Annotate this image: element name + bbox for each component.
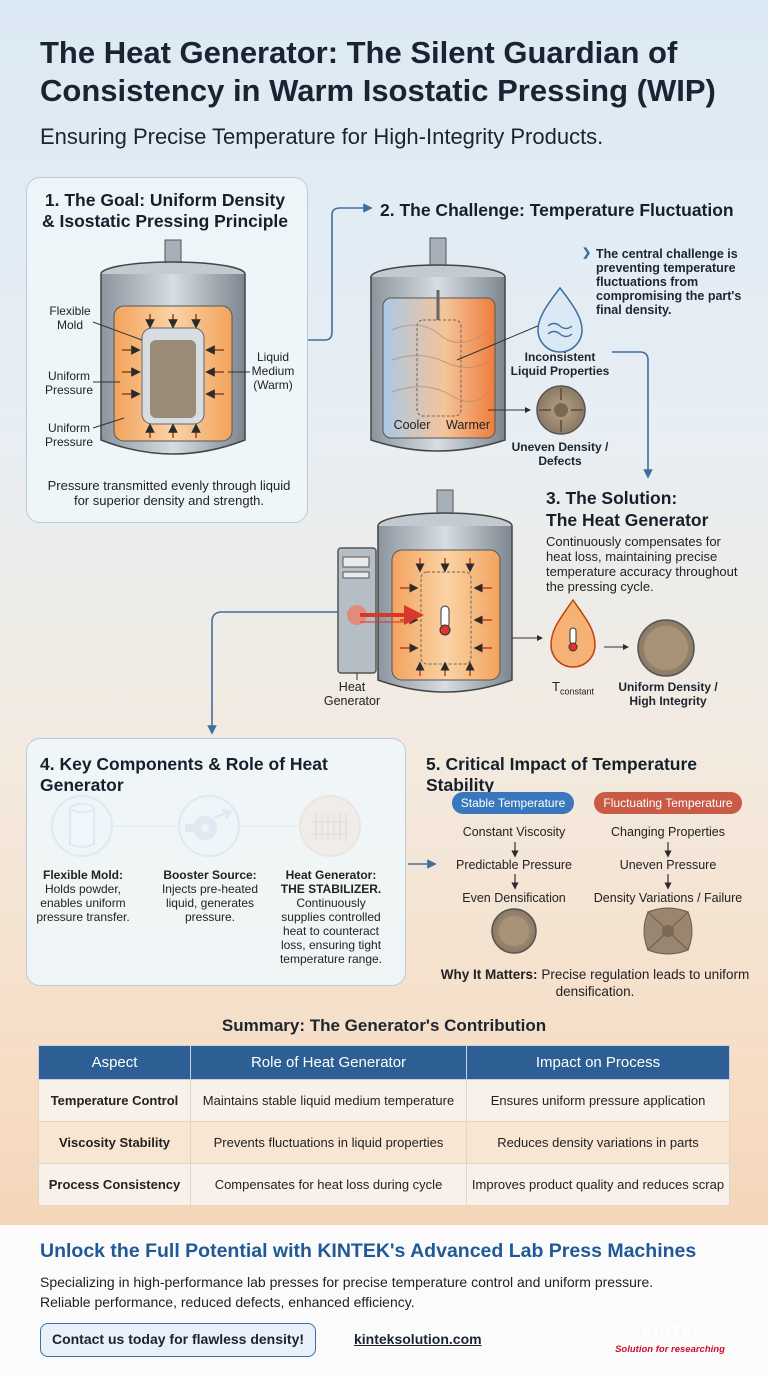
why-text: Precise regulation leads to uniform dens… [541, 967, 750, 999]
fluct-step: Uneven Pressure [619, 858, 717, 872]
footer-line1: Specializing in high-performance lab pre… [40, 1274, 654, 1290]
label-heat-generator: Heat Generator [323, 680, 381, 708]
footer-headline: Unlock the Full Potential with KINTEK's … [40, 1240, 697, 1262]
stable-step: Predictable Pressure [455, 858, 573, 872]
components-panel [26, 738, 406, 986]
table-header: Role of Heat Generator [190, 1045, 467, 1080]
table-cell: Maintains stable liquid medium temperatu… [190, 1079, 467, 1122]
table-row: Temperature Control Maintains stable liq… [38, 1079, 730, 1122]
table-cell: Compensates for heat loss during cycle [190, 1163, 467, 1206]
label-cooler: Cooler [393, 418, 431, 432]
table-cell: Viscosity Stability [38, 1121, 191, 1164]
component-stabilizer: THE STABILIZER. [280, 882, 382, 896]
component-booster-source: Booster Source: Injects pre-heated liqui… [158, 868, 262, 924]
solution-title-line2: The Heat Generator [546, 510, 709, 530]
label-t-constant: Tconstant [552, 680, 604, 699]
table-header: Impact on Process [466, 1045, 730, 1080]
chevron-right-icon: ❯ [582, 247, 592, 259]
footer-line2: Reliable performance, reduced defects, e… [40, 1294, 415, 1310]
component-flexible-mold: Flexible Mold: Holds powder, enables uni… [36, 868, 130, 924]
stable-step: Even Densification [462, 891, 566, 905]
fluct-step: Density Variations / Failure [593, 891, 743, 905]
t-main: T [552, 679, 560, 694]
page-subtitle: Ensuring Precise Temperature for High-In… [40, 124, 604, 149]
table-cell: Ensures uniform pressure application [466, 1079, 730, 1122]
label-flexible-mold: Flexible Mold [49, 304, 91, 332]
component-desc: Injects pre-heated liquid, generates pre… [161, 882, 259, 924]
t-sub: constant [559, 686, 594, 697]
component-name: Heat Generator: [285, 868, 377, 882]
component-name: Booster Source: [163, 868, 257, 882]
component-desc: Holds powder, enables uniform pressure t… [36, 882, 130, 924]
label-uneven-density: Uneven Density / Defects [511, 440, 609, 468]
table-header: Aspect [38, 1045, 191, 1080]
challenge-title: 2. The Challenge: Temperature Fluctuatio… [380, 200, 734, 220]
table-cell: Prevents fluctuations in liquid properti… [190, 1121, 467, 1164]
label-uniform-pressure-side: Uniform Pressure [44, 369, 94, 397]
components-title: 4. Key Components & Role of Heat Generat… [40, 754, 328, 795]
stable-step: Constant Viscosity [462, 825, 566, 839]
why-bold: Why It Matters: [440, 967, 538, 982]
fluct-step: Changing Properties [611, 825, 725, 839]
table-cell: Process Consistency [38, 1163, 191, 1206]
table-cell: Improves product quality and reduces scr… [466, 1163, 730, 1206]
summary-table: Aspect Role of Heat Generator Impact on … [38, 1045, 730, 1206]
table-row: Process Consistency Compensates for heat… [38, 1163, 730, 1206]
goal-caption: Pressure transmitted evenly through liqu… [47, 478, 291, 508]
page-title: The Heat Generator: The Silent Guardian … [40, 35, 716, 108]
goal-title: 1. The Goal: Uniform Density & Isostatic… [41, 190, 289, 231]
label-inconsistent-properties: Inconsistent Liquid Properties [510, 350, 610, 378]
label-uniform-density: Uniform Density / High Integrity [618, 680, 718, 708]
label-liquid-medium: Liquid Medium (Warm) [251, 350, 295, 392]
table-header-row: Aspect Role of Heat Generator Impact on … [38, 1045, 730, 1080]
kintek-logo: KINTEK [641, 1323, 707, 1339]
website-link[interactable]: kinteksolution.com [354, 1331, 482, 1347]
summary-title: Summary: The Generator's Contribution [221, 1016, 547, 1035]
table-row: Viscosity Stability Prevents fluctuation… [38, 1121, 730, 1164]
stable-temperature-badge: Stable Temperature [452, 792, 574, 814]
kintek-tagline: Solution for researching [615, 1344, 725, 1355]
solution-description: Continuously compensates for heat loss, … [546, 534, 738, 594]
table-cell: Temperature Control [38, 1079, 191, 1122]
table-cell: Reduces density variations in parts [466, 1121, 730, 1164]
label-uniform-pressure-bottom: Uniform Pressure [44, 421, 94, 449]
label-warmer: Warmer [446, 418, 490, 432]
goal-panel [26, 177, 308, 523]
fluctuating-temperature-badge: Fluctuating Temperature [594, 792, 742, 814]
contact-button[interactable]: Contact us today for flawless density! [40, 1323, 316, 1357]
component-desc: Continuously supplies controlled heat to… [279, 896, 383, 966]
solution-title-line1: 3. The Solution: [546, 488, 678, 508]
component-name: Flexible Mold: [42, 868, 123, 882]
impact-title: 5. Critical Impact of Temperature Stabil… [426, 754, 698, 795]
component-heat-generator: Heat Generator: THE STABILIZER. Continuo… [276, 868, 386, 966]
challenge-bullet: The central challenge is preventing temp… [596, 247, 742, 317]
why-it-matters: Why It Matters: Precise regulation leads… [440, 966, 750, 1000]
